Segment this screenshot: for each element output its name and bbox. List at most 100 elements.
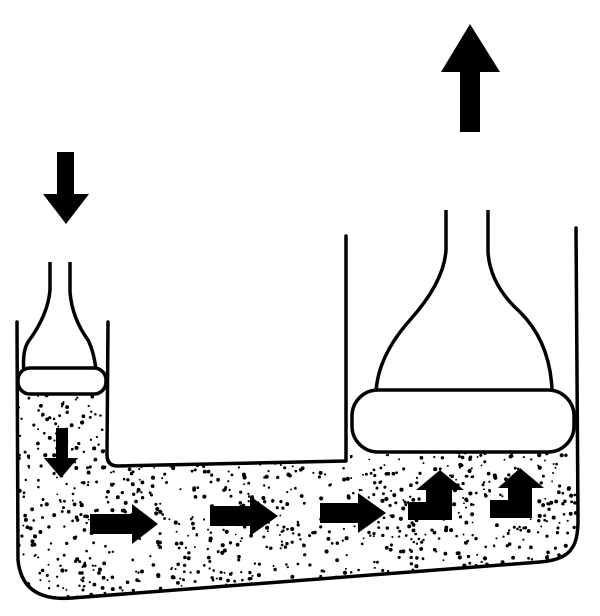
fluid-dot bbox=[161, 399, 164, 402]
fluid-dot bbox=[359, 597, 364, 599]
fluid-dot bbox=[506, 594, 510, 598]
fluid-dot bbox=[62, 553, 66, 557]
fluid-dot bbox=[529, 545, 533, 550]
fluid-dot bbox=[224, 402, 229, 407]
fluid-dot bbox=[138, 444, 143, 449]
fluid-dot bbox=[466, 475, 469, 478]
fluid-dot bbox=[81, 588, 85, 592]
flow-arrow-right-icon bbox=[210, 496, 278, 536]
fluid-dot bbox=[537, 465, 542, 470]
fluid-dot bbox=[286, 490, 289, 494]
fluid-dot bbox=[222, 528, 225, 532]
fluid-dot bbox=[266, 457, 270, 461]
fluid-dot bbox=[214, 417, 219, 422]
fluid-dot bbox=[309, 422, 314, 427]
fluid-dot bbox=[552, 571, 555, 574]
fluid-dot bbox=[210, 473, 214, 477]
fluid-dot bbox=[573, 501, 577, 505]
fluid-dot bbox=[473, 572, 477, 576]
fluid-dot bbox=[483, 580, 488, 585]
fluid-dot bbox=[373, 481, 377, 485]
fluid-dot bbox=[158, 509, 163, 514]
fluid-dot bbox=[45, 573, 49, 577]
fluid-dot bbox=[53, 439, 56, 442]
fluid-dot bbox=[251, 574, 254, 577]
fluid-dot bbox=[373, 473, 377, 478]
fluid-dot bbox=[131, 558, 135, 562]
fluid-dot bbox=[106, 578, 109, 582]
fluid-dot bbox=[404, 503, 408, 507]
fluid-dot bbox=[302, 543, 305, 546]
fluid-dot bbox=[582, 587, 586, 591]
fluid-dot bbox=[253, 562, 257, 565]
fluid-dot bbox=[72, 502, 77, 507]
fluid-dot bbox=[290, 574, 295, 579]
fluid-dot bbox=[93, 457, 98, 462]
flow-arrow-down-icon bbox=[44, 428, 78, 478]
fluid-dot bbox=[551, 471, 555, 475]
large-piston-rod bbox=[374, 210, 554, 393]
fluid-dot bbox=[331, 406, 336, 411]
fluid-dot bbox=[131, 433, 134, 437]
fluid-dot bbox=[286, 472, 291, 477]
fluid-dot bbox=[155, 416, 160, 420]
fluid-dot bbox=[556, 490, 561, 495]
fluid-dot bbox=[537, 464, 540, 467]
fluid-dot bbox=[554, 466, 557, 469]
fluid-dot bbox=[467, 468, 472, 474]
fluid-dot bbox=[158, 593, 162, 597]
fluid-dot bbox=[163, 517, 167, 520]
fluid-dot bbox=[285, 502, 290, 507]
fluid-dot bbox=[506, 531, 510, 535]
fluid-dot bbox=[94, 509, 98, 513]
fluid-dot bbox=[210, 576, 214, 580]
fluid-dot bbox=[468, 561, 472, 565]
fluid-dot bbox=[179, 593, 184, 598]
fluid-dot bbox=[102, 561, 107, 566]
fluid-dot bbox=[483, 573, 487, 576]
fluid-dot bbox=[191, 521, 195, 526]
fluid-dot bbox=[154, 511, 159, 516]
fluid-dot bbox=[262, 535, 266, 539]
fluid-dot bbox=[349, 592, 353, 596]
fluid-dot bbox=[206, 555, 211, 560]
fluid-dot bbox=[367, 530, 371, 535]
fluid-dot bbox=[263, 590, 266, 594]
fluid-dot bbox=[491, 596, 494, 599]
fluid-dot bbox=[319, 496, 324, 501]
fluid-dot bbox=[39, 579, 42, 582]
fluid-dot bbox=[264, 592, 269, 597]
fluid-dot bbox=[353, 449, 358, 454]
fluid-dot bbox=[247, 500, 250, 503]
fluid-dot bbox=[188, 412, 192, 417]
fluid-dot bbox=[377, 526, 381, 529]
fluid-dot bbox=[325, 455, 329, 459]
fluid-dot bbox=[190, 408, 195, 413]
fluid-dot bbox=[223, 459, 226, 462]
fluid-dot bbox=[530, 458, 533, 461]
fluid-dot bbox=[372, 468, 376, 472]
fluid-dot bbox=[82, 528, 87, 532]
fluid-dot bbox=[28, 466, 30, 469]
fluid-dot bbox=[495, 523, 499, 528]
fluid-dot bbox=[73, 559, 78, 563]
fluid-dot bbox=[367, 496, 371, 499]
fluid-dot bbox=[22, 553, 25, 556]
fluid-dot bbox=[30, 507, 35, 512]
fluid-dot bbox=[27, 396, 31, 400]
fluid-dot bbox=[312, 599, 316, 603]
fluid-dot bbox=[519, 571, 523, 576]
fluid-dot bbox=[223, 397, 228, 402]
fluid-dot bbox=[191, 516, 194, 519]
fluid-dot bbox=[330, 447, 335, 452]
fluid-dot bbox=[263, 500, 267, 504]
fluid-dot bbox=[511, 580, 516, 585]
fluid-dot bbox=[136, 446, 139, 450]
fluid-dot bbox=[281, 407, 285, 412]
fluid-dot bbox=[228, 435, 232, 439]
fluid-dot bbox=[148, 424, 152, 428]
fluid-dot bbox=[381, 533, 385, 538]
fluid-dot bbox=[271, 499, 275, 503]
fluid-dot bbox=[415, 542, 419, 545]
fluid-dot bbox=[199, 413, 204, 417]
